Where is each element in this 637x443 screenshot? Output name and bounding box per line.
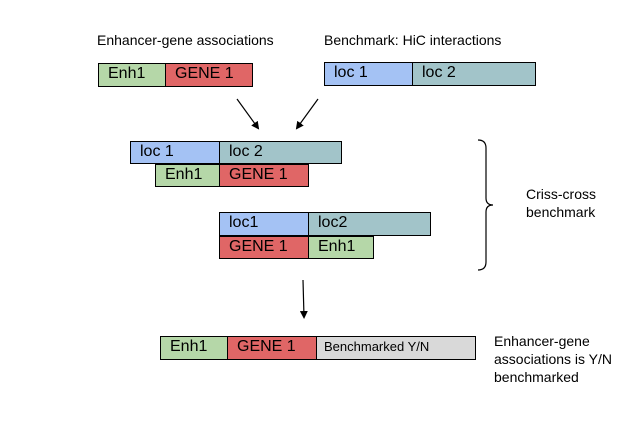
overlap1-association-gene: GENE 1: [219, 164, 309, 187]
top-association-enhancer: Enh1: [98, 63, 166, 87]
criss-cross-label-line1: Criss-cross: [526, 186, 596, 202]
criss-cross-brace: [477, 139, 494, 271]
overlap2-hic-loc2: loc2: [308, 212, 431, 236]
benchmark-label: Benchmark: HiC interactions: [324, 32, 502, 48]
result-caption-line1: Enhancer-gene: [494, 333, 590, 349]
arrow-from-associations: [236, 98, 260, 130]
overlap1-hic-loc2: loc 2: [219, 141, 342, 164]
result-gene: GENE 1: [227, 336, 317, 360]
criss-cross-label-line2: benchmark: [526, 204, 596, 220]
arrow-to-result: [299, 279, 308, 319]
overlap2-association-enhancer: Enh1: [308, 236, 374, 259]
result-enhancer: Enh1: [160, 336, 228, 360]
result-caption-line2: associations is Y/N: [494, 351, 613, 367]
arrow-from-hic: [295, 98, 319, 130]
result-caption-line3: benchmarked: [494, 369, 579, 385]
overlap2-hic-loc1: loc1: [219, 212, 309, 236]
top-hic-loc1: loc 1: [324, 62, 413, 86]
top-association-gene: GENE 1: [165, 63, 253, 87]
associations-label: Enhancer-gene associations: [97, 32, 274, 48]
overlap1-hic-loc1: loc 1: [130, 141, 220, 164]
result-benchmarked-status: Benchmarked Y/N: [316, 336, 476, 360]
top-hic-loc2: loc 2: [412, 62, 536, 86]
